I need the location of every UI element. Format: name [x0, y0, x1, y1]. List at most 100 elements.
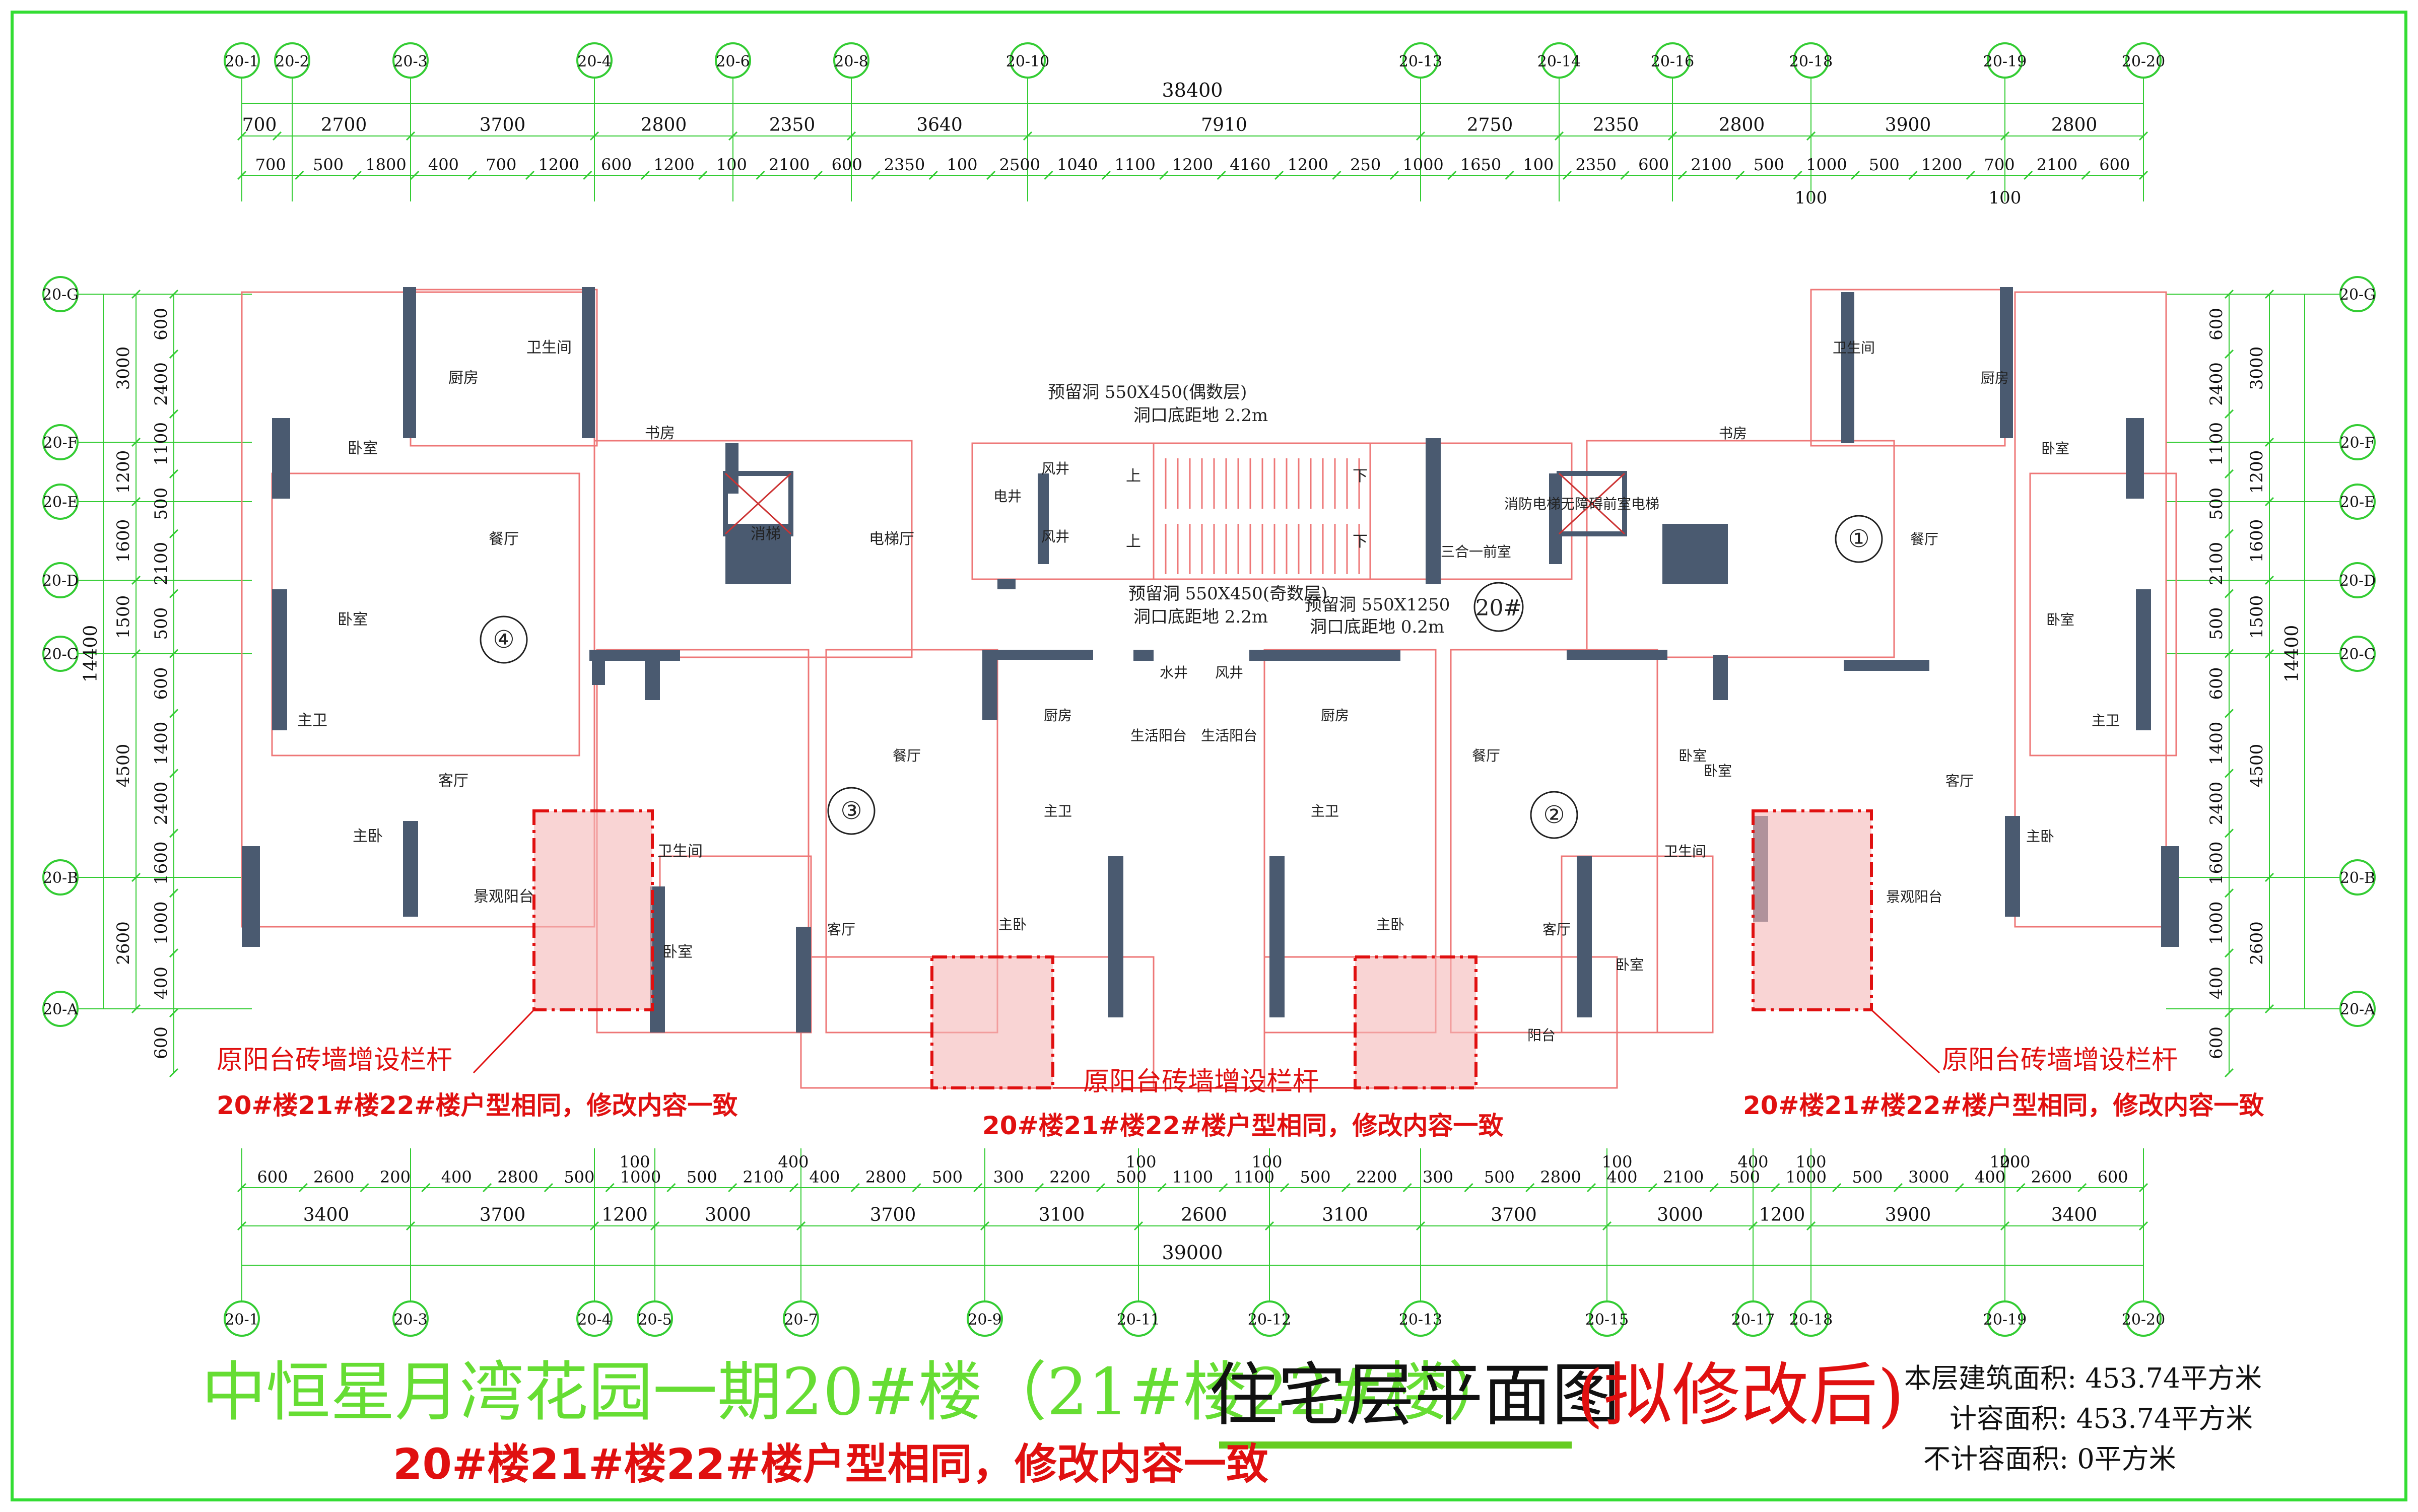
top-row1-value: 2350 — [1593, 115, 1639, 135]
top-row2-tick — [2138, 170, 2148, 180]
bottom-row1-value: 400 — [1975, 1167, 2005, 1187]
right-outer-tick — [2264, 437, 2274, 447]
annotation-label: 原阳台砖墙增设栏杆 — [1942, 1045, 2178, 1075]
structural-wall — [1269, 856, 1285, 1017]
bottom-row1-tick — [912, 1183, 921, 1193]
bottom-row2-value: 3900 — [1885, 1205, 1931, 1225]
left-inner-tick — [169, 1068, 179, 1078]
top-row2-tick — [928, 170, 938, 180]
top-row2-tick — [1677, 170, 1687, 180]
bottom-row1-tick — [360, 1183, 369, 1193]
opening-note: 预留洞 550X450(偶数层) — [1048, 382, 1247, 402]
room-label: 书房 — [1719, 425, 1747, 442]
left-inner-tick — [169, 409, 179, 419]
right-inner-tick — [2224, 589, 2234, 598]
right-outer-value: 1200 — [2247, 450, 2267, 494]
bottom-row2-tick — [650, 1221, 660, 1231]
right-outer-tick — [2264, 497, 2274, 507]
right-inner-tick — [2224, 349, 2234, 359]
unit-number: ① — [1848, 525, 1869, 553]
unit-number-circle — [1530, 791, 1578, 839]
bottom-row1-value: 2100 — [1663, 1167, 1704, 1187]
axis-label-bottom: 20-7 — [784, 1311, 818, 1329]
room-label: 水井 — [1160, 664, 1188, 681]
room-label: 餐厅 — [1472, 747, 1500, 764]
left-outer-tick — [131, 872, 141, 882]
bottom-row1-value: 2600 — [2031, 1167, 2072, 1187]
opening-note: 预留洞 550X1250 — [1305, 595, 1450, 615]
axis-label-left: 20-C — [42, 646, 78, 663]
axis-label-bottom: 20-1 — [225, 1311, 258, 1329]
bottom-row0-value: 100 — [1125, 1152, 1156, 1172]
bottom-row1-value: 2800 — [497, 1167, 538, 1187]
top-row1-tick — [589, 131, 599, 141]
bottom-row2-tick — [2138, 1221, 2148, 1231]
bottom-row1-value: 3000 — [1908, 1167, 1949, 1187]
structural-wall — [2161, 846, 2179, 947]
bottom-row0-value: 100 — [1601, 1152, 1632, 1172]
right-inner-tick — [2224, 829, 2234, 838]
counted-area: 计容面积: 453.74平方米 — [1950, 1403, 2253, 1434]
right-inner-tick — [2224, 529, 2234, 538]
title-underline — [1219, 1441, 1572, 1449]
left-inner-value: 500 — [151, 607, 171, 640]
top-row2-tick — [698, 170, 708, 180]
top-row2-value: 600 — [601, 155, 632, 174]
wall-outline — [2014, 291, 2167, 928]
structural-wall — [582, 287, 595, 438]
top-row2-tick — [467, 170, 477, 180]
structural-wall — [403, 287, 416, 438]
bottom-row1-value: 500 — [564, 1167, 594, 1187]
axis-label-bottom: 20-5 — [638, 1311, 671, 1329]
right-inner-tick — [2224, 469, 2234, 478]
room-label: 厨房 — [448, 369, 479, 387]
left-outer-value: 2600 — [113, 921, 133, 965]
room-label: 书房 — [645, 425, 675, 442]
room-label: 厨房 — [1044, 707, 1072, 724]
left-inner-value: 2100 — [151, 542, 171, 586]
wall-outline — [825, 649, 998, 1034]
axis-label-top: 20-16 — [1651, 53, 1694, 71]
top-row2-tick — [1101, 170, 1111, 180]
axis-label-left: 20-A — [43, 1001, 78, 1018]
left-inner-value: 600 — [151, 308, 171, 340]
top-row1-tick — [237, 131, 247, 141]
built-area: 本层建筑面积: 453.74平方米 — [1904, 1362, 2262, 1394]
stair-down-label: 下 — [1353, 533, 1368, 551]
axis-label-left: 20-G — [42, 286, 79, 304]
room-label: 消梯 — [751, 525, 781, 543]
bottom-row0-value: 100 — [1251, 1152, 1282, 1172]
left-inner-tick — [169, 289, 179, 299]
bottom-row1-tick — [605, 1183, 615, 1193]
right-outer-value: 1600 — [2247, 519, 2267, 563]
left-outer-tick — [131, 649, 141, 659]
top-row2-value: 400 — [428, 155, 459, 174]
structural-wall — [1108, 856, 1123, 1017]
annotation-note: 20#楼21#楼22#楼户型相同，修改内容一致 — [1743, 1091, 2264, 1120]
axis-label-left: 20-B — [43, 869, 78, 887]
structural-wall — [1577, 856, 1592, 1017]
left-inner-value: 1600 — [151, 842, 171, 885]
right-outer-value: 1500 — [2247, 595, 2267, 639]
left-outer-value: 1200 — [113, 450, 133, 494]
left-outer-value: 3000 — [113, 347, 133, 390]
right-outer-tick — [2264, 1004, 2274, 1014]
axis-label-right: 20-F — [2340, 434, 2375, 452]
top-row2-tick — [1274, 170, 1284, 180]
room-label: 主卫 — [2092, 712, 2120, 729]
elevator-cross — [1558, 472, 1626, 535]
stair-up-label: 上 — [1126, 467, 1141, 485]
bottom-row1-value: 1100 — [1172, 1167, 1213, 1187]
top-row2-value: 1650 — [1460, 155, 1501, 174]
left-inner-tick — [169, 1008, 179, 1018]
right-inner-value: 1100 — [2206, 422, 2227, 466]
structural-wall — [1426, 438, 1441, 584]
top-row2-value: 500 — [313, 155, 344, 174]
structural-wall — [403, 821, 418, 917]
left-outer-value: 4500 — [113, 744, 133, 788]
modified-balcony-zone — [930, 955, 1054, 1089]
leader-line — [1870, 1009, 1940, 1074]
wall-outline — [1450, 649, 1658, 1034]
